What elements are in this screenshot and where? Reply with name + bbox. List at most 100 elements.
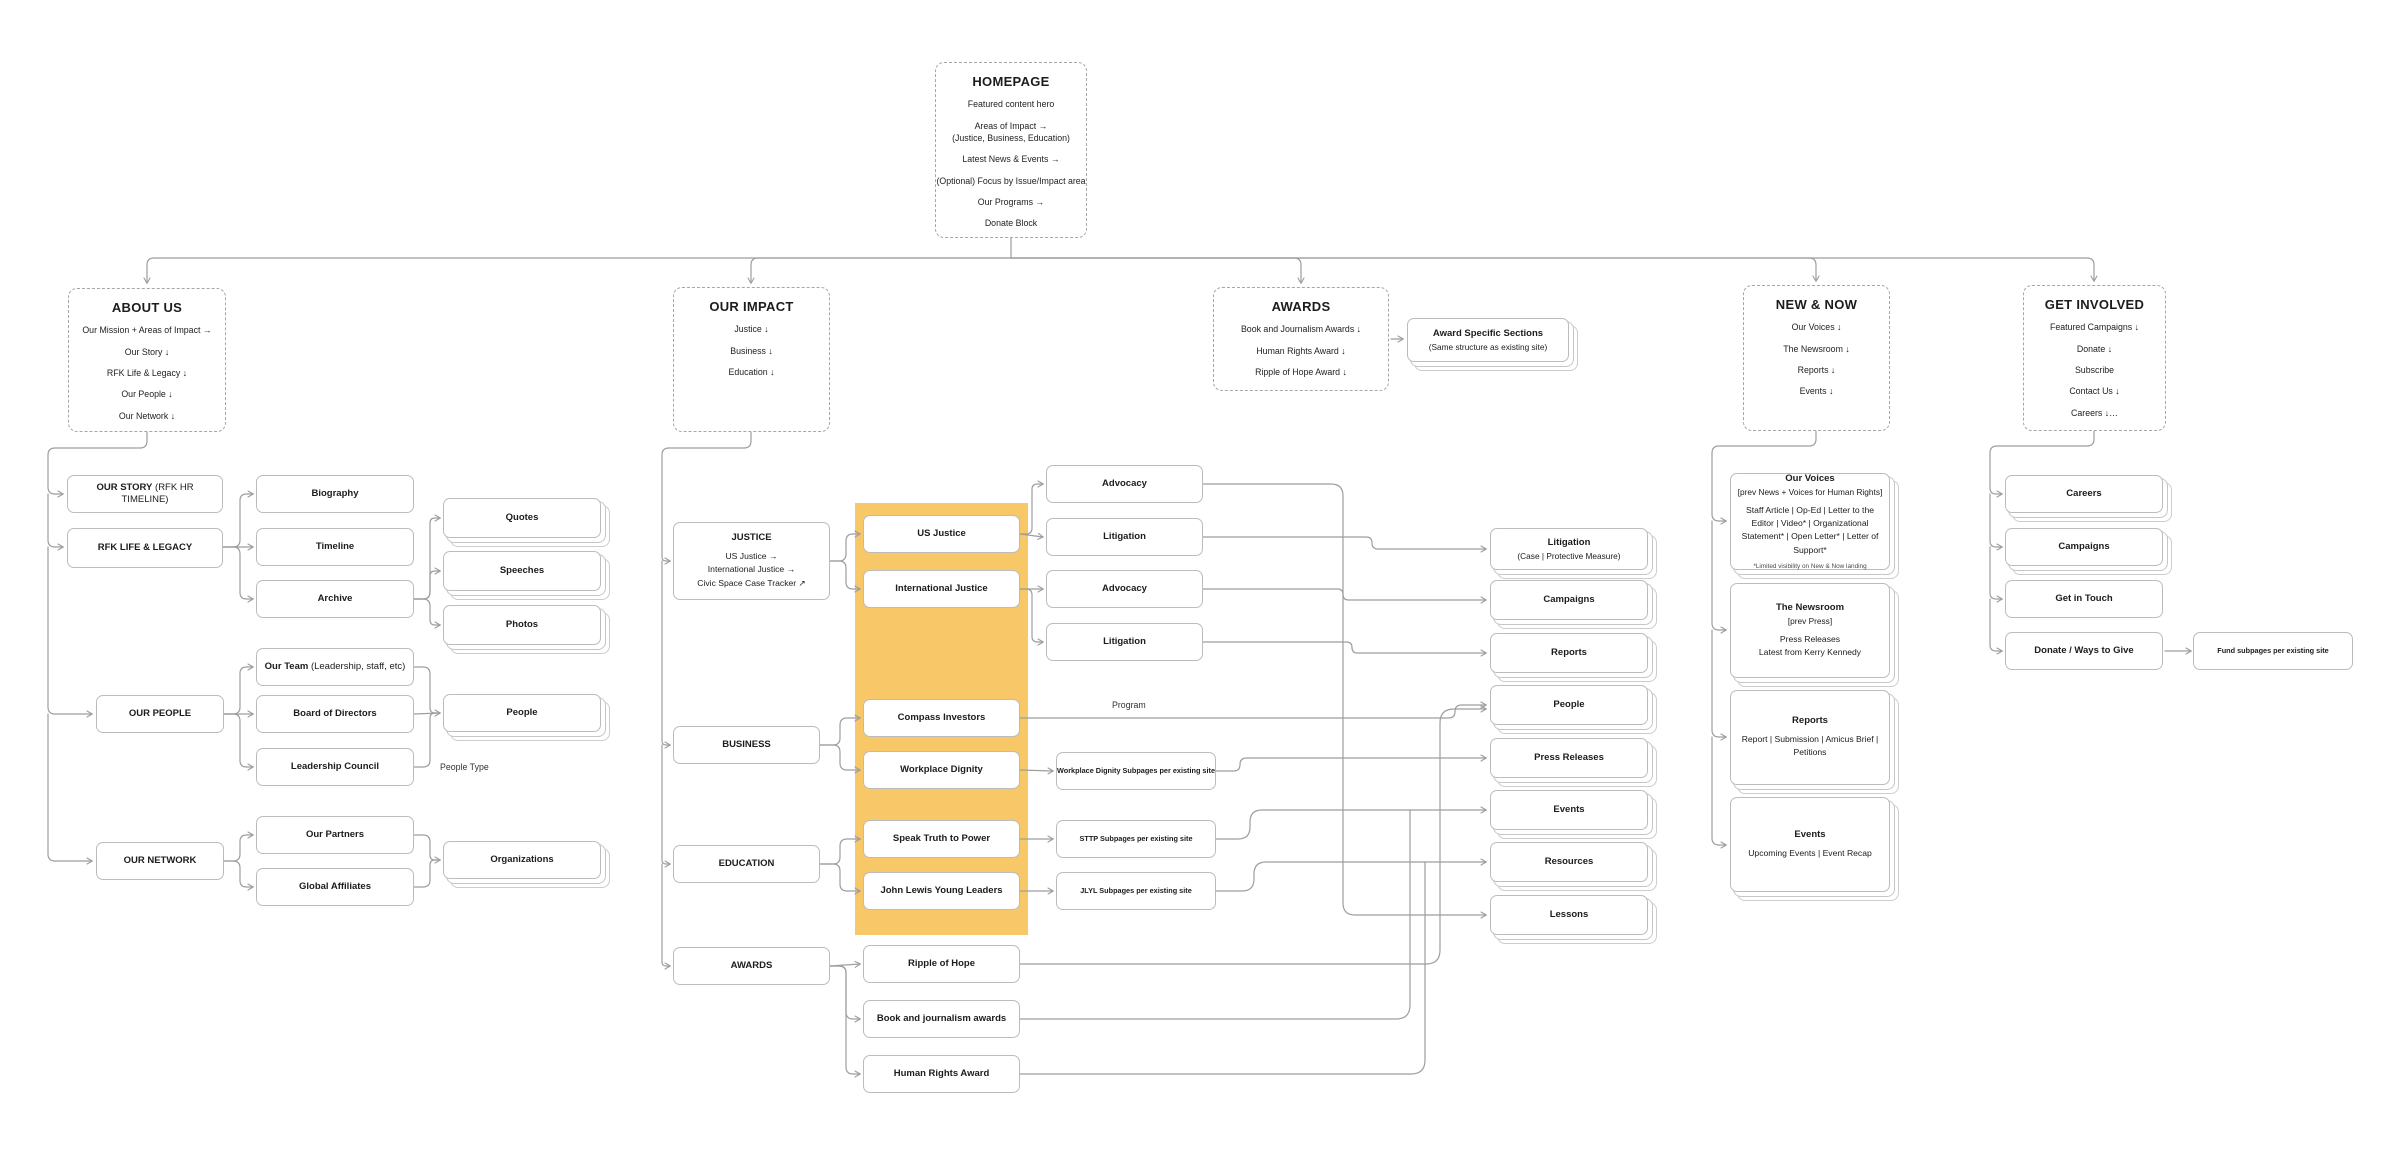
our-network[interactable]: OUR NETWORK [96, 842, 224, 880]
press-releases-collection[interactable]: Press Releases [1490, 738, 1648, 778]
node-label-text: Speak Truth to Power [892, 833, 991, 845]
campaigns-getinvolved[interactable]: Campaigns [2005, 528, 2163, 566]
connector-54 [1215, 810, 1486, 840]
program-label[interactable]: Program [1112, 700, 1146, 710]
node-label-text: John Lewis Young Leaders [880, 885, 1003, 897]
workplace-dignity[interactable]: Workplace Dignity [863, 751, 1020, 789]
campaigns-collection[interactable]: Campaigns [1490, 580, 1648, 620]
node-label-text: JUSTICE [731, 532, 772, 544]
section-item: RFK Life & Legacy ↓ [106, 367, 188, 378]
connector-62 [1989, 430, 2095, 494]
node-label-text: Ripple of Hope [907, 958, 976, 970]
node-label: JLYL Subpages per existing site [1080, 886, 1192, 895]
compass-investors[interactable]: Compass Investors [863, 699, 1020, 737]
jlyl-subpages[interactable]: JLYL Subpages per existing site [1056, 872, 1216, 910]
book-and-journalism-awards[interactable]: Book and journalism awards [863, 1000, 1020, 1038]
section-title: OUR IMPACT [709, 299, 794, 314]
people[interactable]: People [443, 694, 601, 732]
node-body: Upcoming Events | Event Recap [1748, 847, 1872, 860]
get-in-touch[interactable]: Get in Touch [2005, 580, 2163, 618]
our-partners[interactable]: Our Partners [256, 816, 414, 854]
speeches[interactable]: Speeches [443, 551, 601, 591]
connector-17 [223, 667, 253, 715]
litigation-us[interactable]: Litigation [1046, 518, 1203, 556]
node-label: OUR STORY (RFK HR TIMELINE) [74, 482, 216, 506]
ripple-of-hope[interactable]: Ripple of Hope [863, 945, 1020, 983]
node-label-text: Timeline [315, 541, 355, 553]
node-body-line: Press Releases [1779, 633, 1841, 644]
node-subtitle: [prev Press] [1787, 615, 1833, 626]
timeline[interactable]: Timeline [256, 528, 414, 566]
advocacy-intl[interactable]: Advocacy [1046, 570, 1203, 608]
careers[interactable]: Careers [2005, 475, 2163, 513]
node-label-text: EDUCATION [718, 858, 775, 870]
award-specific-sections[interactable]: Award Specific Sections(Same structure a… [1407, 318, 1569, 362]
photos[interactable]: Photos [443, 605, 601, 645]
rfk-life-and-legacy[interactable]: RFK LIFE & LEGACY [67, 528, 223, 568]
human-rights-award[interactable]: Human Rights Award [863, 1055, 1020, 1093]
connector-64 [1989, 546, 2002, 599]
international-justice[interactable]: International Justice [863, 570, 1020, 608]
resources-collection[interactable]: Resources [1490, 842, 1648, 882]
connector-38 [829, 965, 860, 1019]
events-collection[interactable]: Events [1490, 790, 1648, 830]
global-affiliates[interactable]: Global Affiliates [256, 868, 414, 906]
reports-collection[interactable]: Reports [1490, 633, 1648, 673]
connector-2 [751, 257, 1012, 283]
connector-33 [819, 718, 860, 746]
people-collection[interactable]: People [1490, 685, 1648, 725]
education[interactable]: EDUCATION [673, 845, 820, 883]
workplace-dignity-subpages[interactable]: Workplace Dignity Subpages per existing … [1056, 752, 1216, 790]
board-of-directors[interactable]: Board of Directors [256, 695, 414, 733]
node-label: The Newsroom [1776, 602, 1844, 614]
section-item: Education ↓ [728, 366, 775, 377]
node-label: Global Affiliates [299, 881, 371, 893]
section-item: Latest News & Events → [962, 154, 1060, 165]
business[interactable]: BUSINESS [673, 726, 820, 764]
section-item: Donate ↓ [2076, 343, 2113, 354]
leadership-council[interactable]: Leadership Council [256, 748, 414, 786]
sttp-subpages[interactable]: STTP Subpages per existing site [1056, 820, 1216, 858]
litigation-collection[interactable]: Litigation(Case | Protective Measure) [1490, 528, 1648, 570]
node-label-text: Compass Investors [897, 712, 986, 724]
our-voices[interactable]: Our Voices[prev News + Voices for Human … [1730, 473, 1890, 570]
john-lewis-young-leaders[interactable]: John Lewis Young Leaders [863, 872, 1020, 910]
advocacy-us[interactable]: Advocacy [1046, 465, 1203, 503]
fund-subpages[interactable]: Fund subpages per existing site [2193, 632, 2353, 670]
node-body-line: Latest from Kerry Kennedy [1758, 646, 1862, 657]
lessons-collection[interactable]: Lessons [1490, 895, 1648, 935]
biography[interactable]: Biography [256, 475, 414, 513]
node-subtitle: (Case | Protective Measure) [1517, 550, 1621, 561]
speak-truth-to-power[interactable]: Speak Truth to Power [863, 820, 1020, 858]
connector-57 [1019, 861, 1426, 1075]
connector-39 [829, 965, 860, 1074]
node-label-text: Speeches [499, 565, 545, 577]
us-justice[interactable]: US Justice [863, 515, 1020, 553]
people-type-label[interactable]: People Type [440, 762, 489, 772]
our-people[interactable]: OUR PEOPLE [96, 695, 224, 733]
donate-ways-to-give[interactable]: Donate / Ways to Give [2005, 632, 2163, 670]
our-team[interactable]: Our Team (Leadership, staff, etc) [256, 648, 414, 686]
connector-7 [47, 431, 148, 494]
node-label: Careers [2066, 488, 2101, 500]
organizations[interactable]: Organizations [443, 841, 601, 879]
node-label: STTP Subpages per existing site [1080, 834, 1193, 843]
litigation-intl[interactable]: Litigation [1046, 623, 1203, 661]
quotes[interactable]: Quotes [443, 498, 601, 538]
awards-hub[interactable]: AWARDS [673, 947, 830, 985]
our-story[interactable]: OUR STORY (RFK HR TIMELINE) [67, 475, 223, 513]
node-label: Board of Directors [293, 708, 376, 720]
node-label-text: Archive [317, 593, 353, 605]
node-label-text: Quotes [505, 512, 539, 524]
archive[interactable]: Archive [256, 580, 414, 618]
